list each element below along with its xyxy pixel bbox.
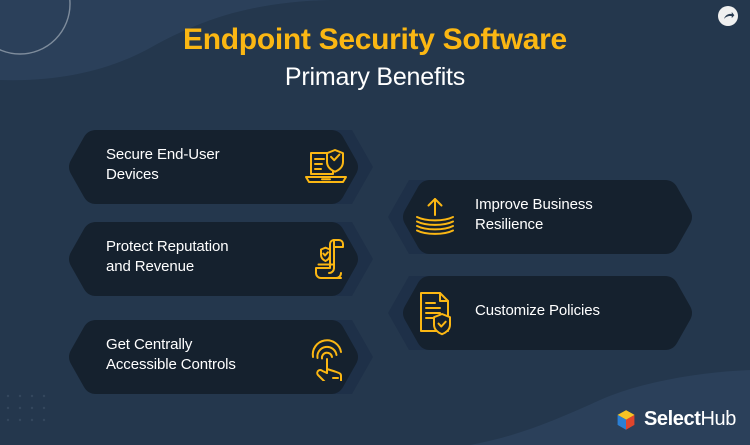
card-body: [69, 320, 358, 394]
benefit-card-improve-business-resilience[interactable]: Improve Business Resilience: [378, 178, 693, 256]
header-block: Endpoint Security Software Primary Benef…: [0, 22, 750, 94]
benefit-label: Customize Policies: [475, 302, 600, 319]
card-body: [403, 180, 692, 254]
card-body: [403, 276, 692, 350]
logo-brand-light: Hub: [700, 408, 737, 430]
scroll-certificate-shield-icon: [301, 234, 351, 284]
bottom-right-wave: [470, 370, 750, 445]
decorative-circle-outline: [0, 0, 71, 55]
logo-brand-bold: Select: [643, 408, 701, 430]
dot-grid-decoration: [6, 394, 46, 422]
up-arrow-stacked-lines-icon: [409, 192, 461, 242]
page-subtitle: Primary Benefits: [284, 63, 466, 92]
card-shape: [388, 180, 692, 254]
share-badge-button[interactable]: [718, 6, 738, 26]
benefit-label: Get Centrally Accessible Controls: [106, 336, 236, 373]
fingerprint-touch-hand-icon: [302, 331, 352, 383]
benefit-label: Improve Business Resilience: [475, 196, 593, 233]
laptop-shield-check-icon: [300, 144, 352, 191]
benefit-card-secure-end-user-devices[interactable]: Secure End-User Devices: [68, 128, 373, 206]
benefit-card-protect-reputation-and-revenue[interactable]: Protect Reputation and Revenue: [68, 220, 373, 298]
top-left-wave: [0, 0, 330, 81]
selecthub-cube-icon: [617, 409, 635, 430]
benefit-card-get-centrally-accessible-controls[interactable]: Get Centrally Accessible Controls: [68, 318, 373, 396]
card-body: [69, 130, 358, 204]
selecthub-logo[interactable]: SelectHub: [615, 408, 736, 431]
share-arrow-icon: [723, 11, 734, 19]
card-shape: [69, 222, 373, 296]
card-body: [69, 222, 358, 296]
benefit-label: Protect Reputation and Revenue: [106, 238, 229, 275]
benefit-label: Secure End-User Devices: [106, 146, 220, 183]
document-shield-check-icon: [410, 287, 460, 339]
card-shape: [69, 130, 373, 204]
card-shape: [69, 320, 373, 394]
page-title: Endpoint Security Software: [183, 23, 567, 56]
benefit-card-customize-policies[interactable]: Customize Policies: [378, 274, 693, 352]
selecthub-wordmark: SelectHub: [644, 408, 736, 431]
